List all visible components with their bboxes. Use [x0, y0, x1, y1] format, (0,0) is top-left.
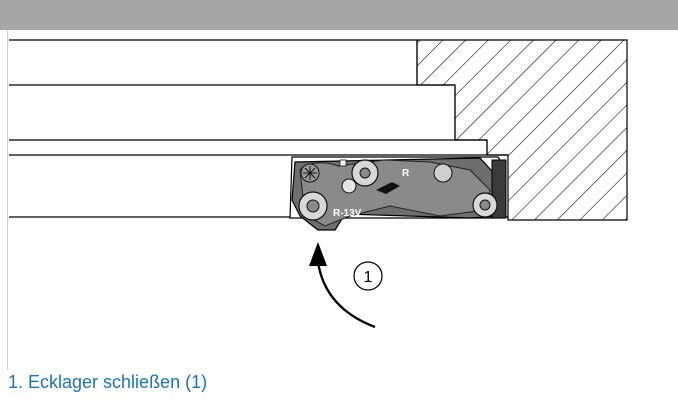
corner-bearing-illustration: R R-13V 1 — [9, 39, 628, 329]
left-rule — [7, 30, 8, 370]
callout-number: 1 — [364, 269, 373, 286]
curved-arrow-up-icon — [309, 242, 376, 329]
instruction-step-1: 1. Ecklager schließen (1) — [8, 372, 208, 392]
corner-bearing: R R-13V — [289, 156, 507, 231]
hardware-label-r: R — [402, 168, 410, 179]
header-bar — [0, 0, 678, 30]
hardware-label-model: R-13V — [333, 208, 362, 219]
sash-profile — [9, 39, 508, 218]
numbered-callout-icon: 1 — [353, 261, 383, 291]
